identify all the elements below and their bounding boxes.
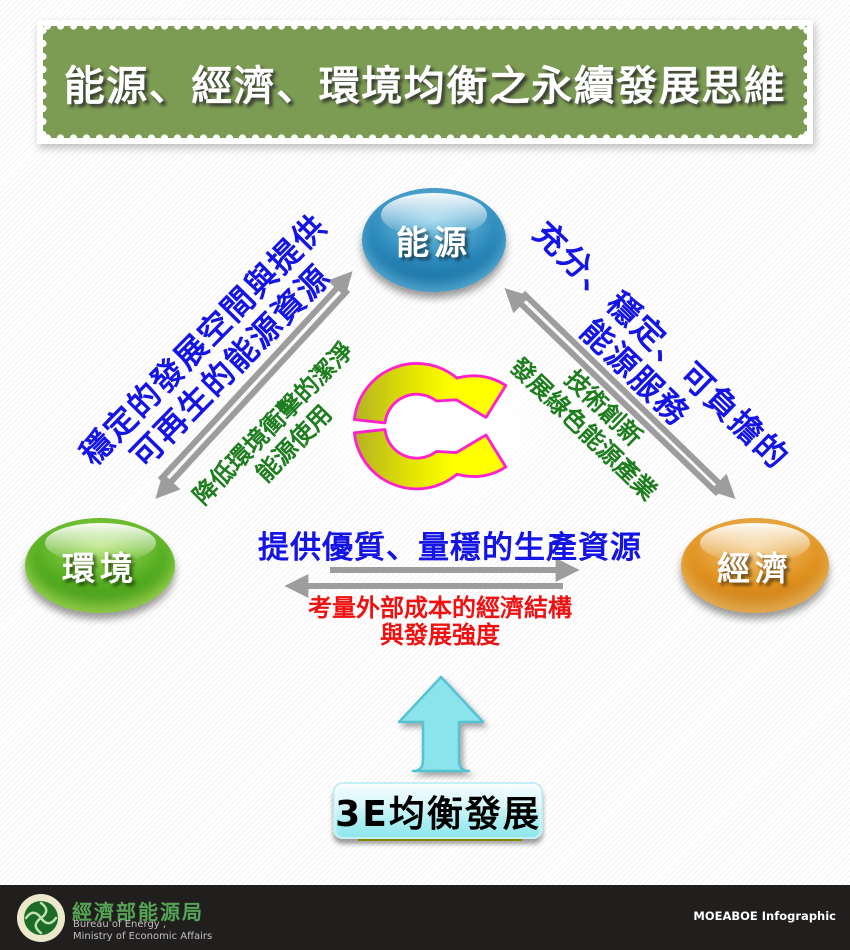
goal-box: 3E均衡發展 xyxy=(333,782,543,839)
label-econ-to-env-line1: 考量外部成本的經濟結構 xyxy=(308,594,572,622)
node-economy: 經濟 xyxy=(681,518,829,613)
title-banner-green: 能源、經濟、環境均衡之永續發展思維 xyxy=(39,22,811,142)
up-arrow-icon xyxy=(397,675,485,773)
bureau-of-energy-logo-icon xyxy=(17,894,65,942)
perforation-top xyxy=(41,22,809,30)
footer-org-en-line2: Ministry of Economic Affairs xyxy=(73,931,213,942)
node-energy-gloss xyxy=(380,193,488,237)
env-energy-double-arrow xyxy=(155,271,353,499)
label-econ-to-env: 考量外部成本的經濟結構 與發展強度 xyxy=(240,595,640,649)
label-econ-to-env-line2: 與發展強度 xyxy=(380,621,500,649)
footer-org-name-zh: 經濟部能源局 xyxy=(72,900,204,924)
title-banner: 能源、經濟、環境均衡之永續發展思維 xyxy=(37,20,813,144)
node-environment-gloss xyxy=(44,522,156,563)
node-environment-label: 環境 xyxy=(62,548,138,588)
node-environment: 環境 xyxy=(25,518,175,613)
goal-box-underline xyxy=(358,838,522,841)
footer-org-en-line1: Bureau of Energy , xyxy=(73,919,167,930)
energy-econ-double-arrow xyxy=(504,288,736,500)
perforation-right xyxy=(803,24,811,140)
footer-org-name-en: Bureau of Energy , Ministry of Economic … xyxy=(73,919,212,943)
perforation-bottom xyxy=(41,134,809,142)
env-econ-double-arrow xyxy=(284,558,580,598)
footer: 經濟部能源局 Bureau of Energy , Ministry of Ec… xyxy=(0,885,850,950)
goal-box-label: 3E均衡發展 xyxy=(335,793,541,835)
footer-credit: MOEABOE Infographic xyxy=(693,909,836,923)
label-env-to-econ: 提供優質、量穩的生產資源 xyxy=(258,530,642,566)
node-economy-label: 經濟 xyxy=(717,548,793,588)
node-economy-gloss xyxy=(700,522,810,563)
node-energy: 能源 xyxy=(362,188,506,292)
cycle-arrows-icon xyxy=(352,362,508,491)
perforation-left xyxy=(39,24,47,140)
node-energy-label: 能源 xyxy=(396,223,472,262)
page-title: 能源、經濟、環境均衡之永續發展思維 xyxy=(63,62,787,110)
